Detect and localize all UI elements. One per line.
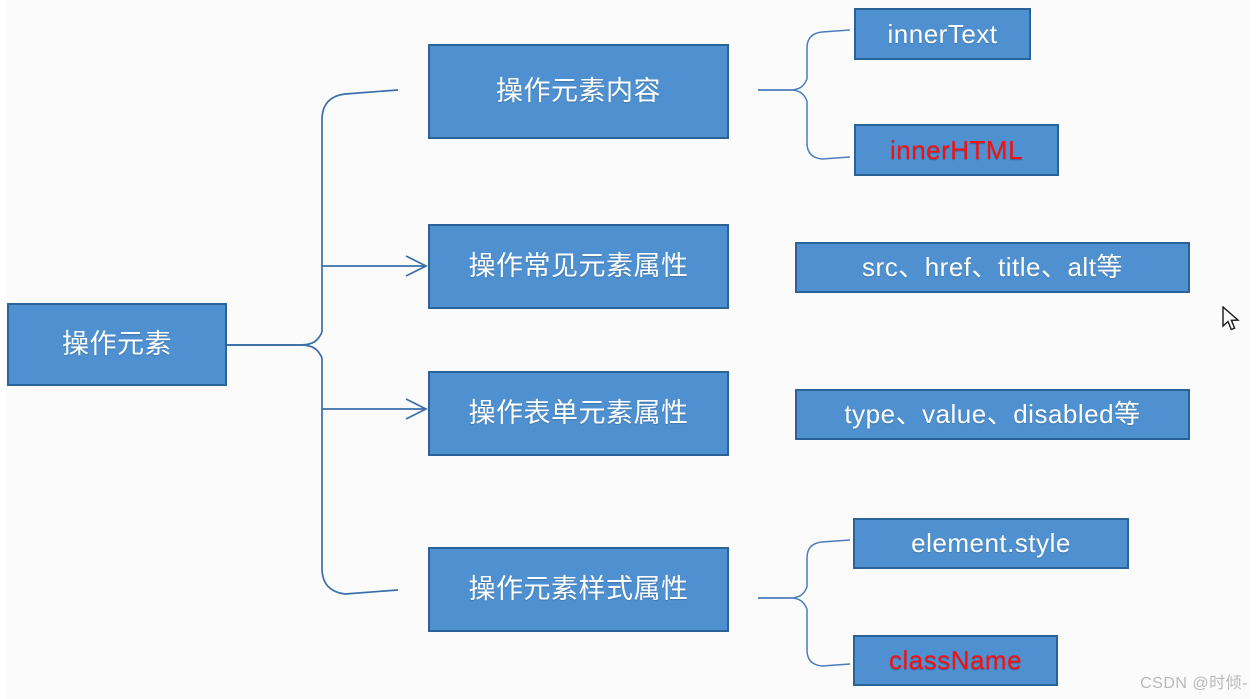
node-inner-text[interactable]: innerText [854, 8, 1031, 60]
node-inner-html-label: innerHTML [889, 134, 1024, 165]
node-branch-2-label: 操作常见元素属性 [468, 250, 689, 281]
root-stub-line-lower [227, 344, 323, 359]
node-root[interactable]: 操作元素 [7, 303, 227, 386]
arrow-head-branch-2 [405, 255, 428, 277]
node-inner-text-label: innerText [887, 18, 998, 49]
node-branch-2[interactable]: 操作常见元素属性 [428, 224, 729, 309]
node-form-attrs-label: type、value、disabled等 [844, 399, 1141, 430]
node-branch-4[interactable]: 操作元素样式属性 [428, 547, 729, 632]
node-class-name-label: className [888, 645, 1023, 676]
node-inner-html[interactable]: innerHTML [854, 124, 1059, 176]
brace-1-stub-upper [758, 78, 808, 91]
node-branch-1-label: 操作元素内容 [496, 75, 661, 106]
brace-2-stub-lower [758, 597, 808, 610]
root-stub-line [227, 331, 323, 346]
node-class-name[interactable]: className [853, 635, 1058, 686]
slide-right-edge [1249, 0, 1256, 699]
cursor-arrow-shape [1222, 306, 1240, 331]
node-element-style[interactable]: element.style [853, 518, 1129, 569]
slide-left-edge [0, 0, 7, 699]
mouse-pointer-icon [1222, 306, 1240, 331]
brace-1-stub-lower [758, 89, 808, 102]
node-common-attrs[interactable]: src、href、title、alt等 [795, 242, 1190, 293]
node-branch-3[interactable]: 操作表单元素属性 [428, 371, 729, 456]
node-branch-3-label: 操作表单元素属性 [468, 397, 689, 428]
node-element-style-label: element.style [911, 528, 1071, 559]
left-brace-lower [321, 358, 399, 595]
node-branch-1[interactable]: 操作元素内容 [428, 44, 729, 139]
node-form-attrs[interactable]: type、value、disabled等 [795, 389, 1190, 440]
csdn-watermark: CSDN @时倾- [1140, 675, 1248, 692]
node-common-attrs-label: src、href、title、alt等 [862, 252, 1123, 283]
node-branch-4-label: 操作元素样式属性 [468, 573, 689, 604]
brace-2-arm-upper [806, 539, 851, 587]
brace-1-arm-upper [806, 29, 851, 79]
left-brace-upper [321, 89, 399, 332]
arrow-head-branch-3 [405, 398, 428, 420]
brace-1-arm-lower [806, 101, 851, 160]
node-root-label: 操作元素 [62, 328, 172, 359]
brace-2-arm-lower [806, 609, 851, 667]
brace-2-stub-upper [758, 586, 808, 599]
